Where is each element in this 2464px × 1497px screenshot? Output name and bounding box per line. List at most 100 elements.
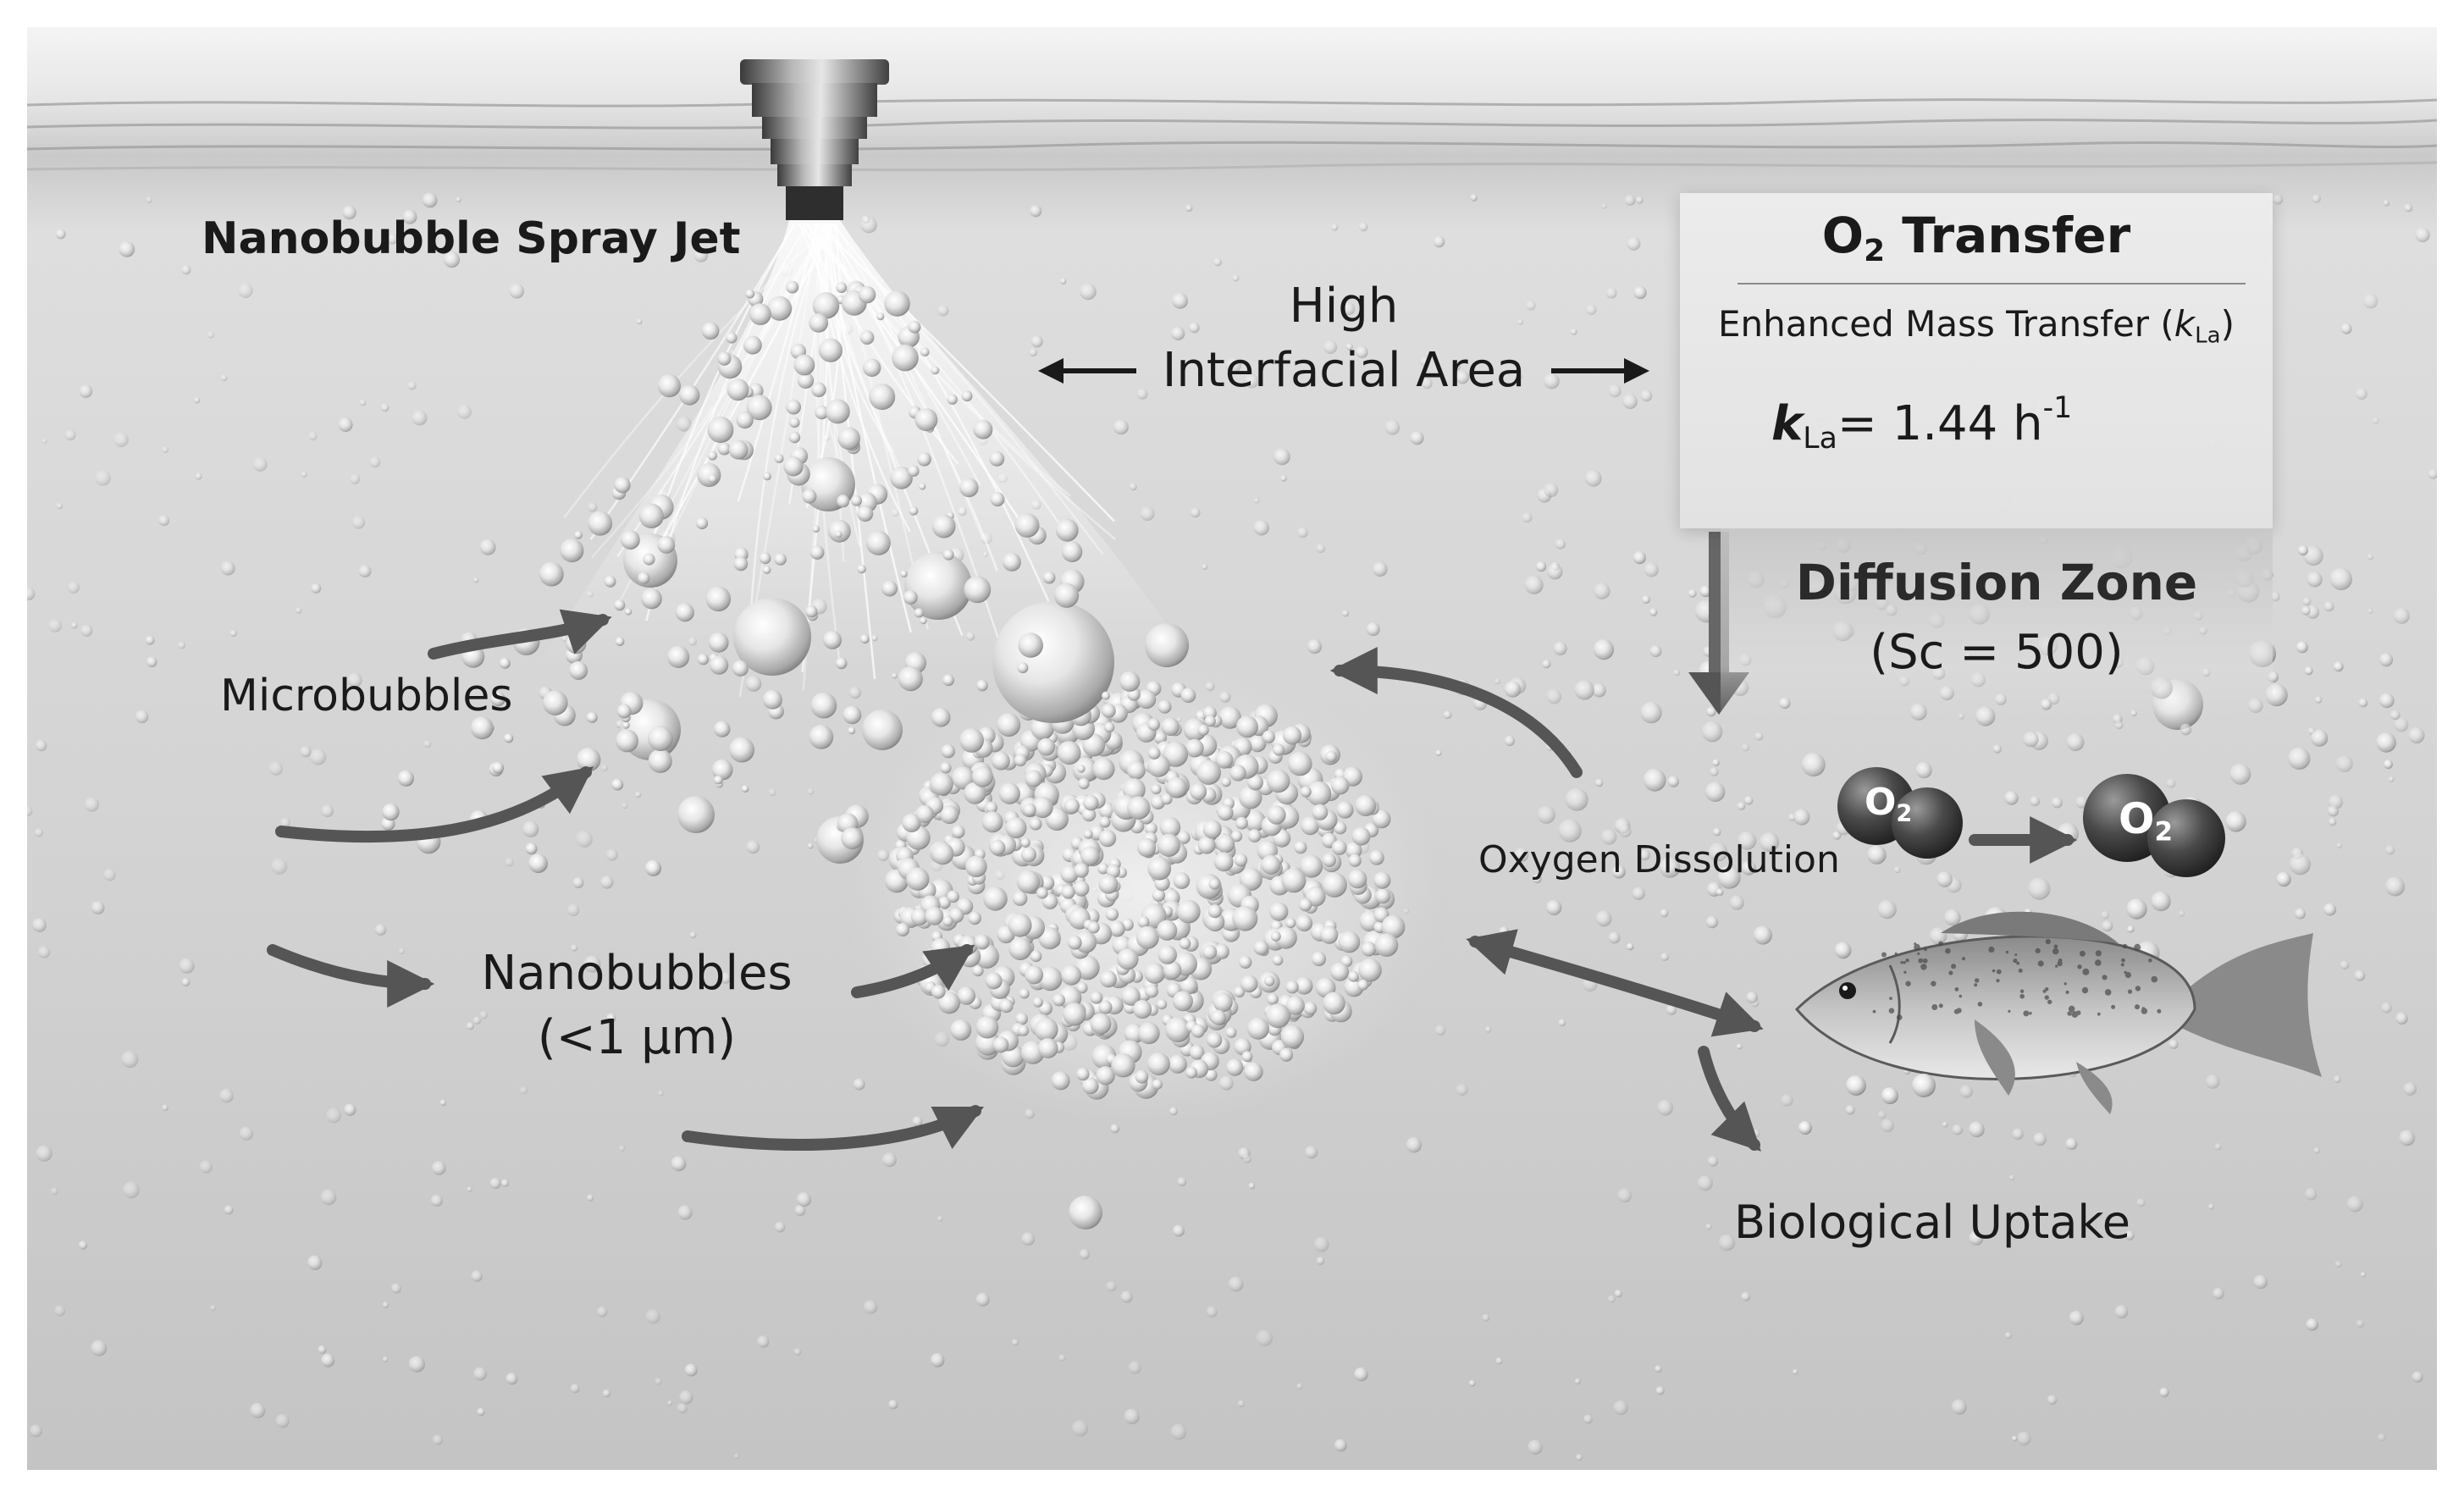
nanobubbles-size-label: (<1 μm): [537, 1010, 737, 1065]
microbubbles-label: Microbubbles: [220, 671, 513, 721]
nanobubble: [1217, 804, 1234, 821]
background-bubble: [326, 1108, 342, 1124]
background-bubble: [2047, 1395, 2058, 1406]
nanobubble: [947, 890, 959, 903]
background-bubble: [1273, 448, 1290, 466]
nanobubble: [896, 923, 910, 936]
nanobubble: [1137, 1022, 1160, 1045]
microbubble: [1753, 925, 1772, 945]
microbubble: [490, 691, 506, 707]
background-bubble: [2011, 1435, 2018, 1442]
microbubble: [898, 666, 923, 692]
background-bubble: [1384, 420, 1401, 435]
microbubble: [959, 728, 984, 753]
microbubble: [397, 770, 414, 787]
microbubble: [2295, 641, 2308, 654]
nanobubble: [1285, 981, 1299, 994]
nanobubble: [1267, 805, 1286, 825]
panel-subtitle-text: Enhanced Mass Transfer (: [1718, 303, 2174, 345]
microbubble: [1643, 768, 1666, 792]
background-bubble: [864, 1300, 878, 1314]
panel-subtitle-close: ): [2220, 303, 2235, 345]
background-bubble: [103, 868, 116, 881]
background-bubble: [807, 787, 815, 795]
microbubble: [1229, 765, 1246, 782]
nanobubble: [1179, 937, 1191, 950]
background-bubble: [1113, 419, 1129, 435]
background-bubble: [382, 1356, 389, 1362]
background-bubble: [473, 577, 479, 583]
background-bubble: [145, 635, 155, 645]
microbubble: [1715, 888, 1724, 896]
background-bubble: [308, 431, 318, 441]
microbubble: [539, 561, 564, 587]
nanobubble: [1375, 888, 1391, 904]
background-bubble: [679, 1390, 693, 1405]
background-bubble: [570, 1384, 580, 1394]
spray-streak: [795, 223, 1065, 531]
microbubble: [2102, 920, 2113, 932]
nanobubble: [1312, 804, 1329, 820]
fish-spot: [1961, 957, 1966, 961]
background-bubble: [402, 209, 417, 224]
background-bubble: [268, 761, 284, 776]
nanobubble: [1230, 830, 1243, 842]
background-bubble: [2323, 601, 2334, 612]
microbubble: [2179, 723, 2192, 736]
background-bubble: [2207, 1203, 2214, 1210]
nanobubble: [1270, 931, 1281, 942]
background-bubble: [179, 958, 195, 974]
microbubble: [1565, 787, 1588, 811]
microbubble: [2004, 791, 2019, 805]
background-bubble: [2395, 1012, 2408, 1025]
nanobubble: [1240, 975, 1258, 993]
background-bubble: [1237, 1400, 1245, 1407]
fish-spot: [1977, 1002, 1983, 1007]
microbubble: [1102, 691, 1110, 700]
panel-subtitle: Enhanced Mass Transfer (kLa): [1680, 303, 2273, 348]
nanobubble: [968, 911, 981, 925]
nanobubble: [1205, 912, 1225, 932]
microbubble: [733, 598, 811, 676]
background-bubble: [1307, 638, 1323, 655]
background-bubble: [64, 429, 76, 441]
background-bubble: [2399, 1130, 2416, 1146]
nanobubble: [1185, 738, 1204, 758]
nanobubble: [1348, 970, 1359, 982]
microbubble: [837, 427, 860, 450]
background-bubble: [1433, 235, 1445, 248]
background-bubble: [374, 924, 387, 936]
background-bubble: [635, 791, 642, 798]
nanobubble: [950, 1019, 972, 1041]
background-bubble: [2304, 1187, 2318, 1201]
background-bubble: [1655, 1386, 1665, 1395]
background-bubble: [1170, 1423, 1187, 1440]
microbubble: [604, 575, 616, 588]
panel-title-sub: 2: [1864, 234, 1886, 269]
nanobubble: [1180, 688, 1196, 704]
microbubble: [1055, 518, 1079, 542]
background-bubble: [636, 318, 643, 325]
background-bubble: [338, 417, 353, 432]
nanobubble: [1005, 817, 1027, 839]
nanobubble: [1018, 1025, 1030, 1036]
fish-spot: [2134, 943, 2141, 951]
background-bubble: [1601, 829, 1617, 845]
background-bubble: [2372, 417, 2379, 424]
nanobubble: [985, 972, 1003, 990]
background-bubble: [587, 1194, 594, 1201]
nanobubble: [1208, 878, 1220, 890]
background-bubble: [432, 1161, 446, 1175]
nanobubble: [983, 887, 1008, 911]
fish-spot: [2019, 993, 2025, 999]
nanobubble: [1358, 958, 1382, 982]
microbubble: [1701, 721, 1723, 743]
microbubble: [1221, 776, 1231, 787]
microbubble: [2315, 696, 2323, 704]
background-bubble: [689, 931, 697, 939]
background-bubble: [387, 233, 398, 245]
nanobubble: [1300, 786, 1312, 798]
high-label: High: [1289, 279, 1399, 334]
background-bubble: [1705, 1223, 1712, 1230]
background-bubble: [2136, 1198, 2146, 1207]
